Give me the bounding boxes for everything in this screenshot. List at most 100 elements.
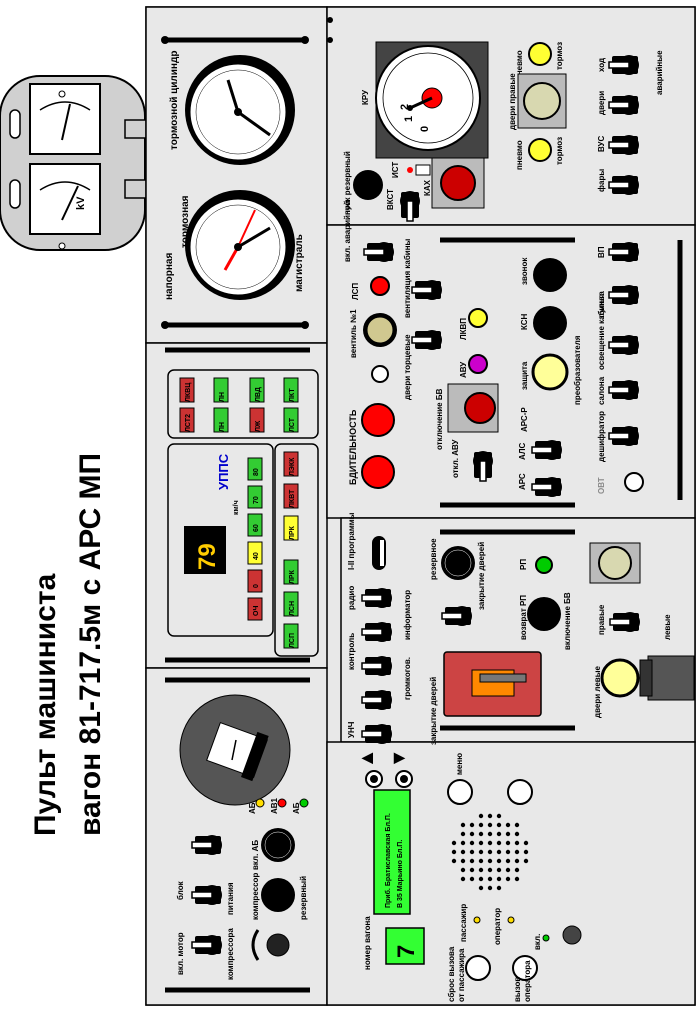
menu-button-2[interactable]	[507, 779, 533, 805]
vagon-number: 7	[393, 945, 420, 958]
ars-indicators: ЛКВЦ ЛСТ2 ЛН ЛН ЛВД ЛЖ ЛКТ ЛСТ 79 км/ч У…	[165, 347, 319, 663]
speaker-hole	[460, 822, 466, 828]
speaker-hole	[478, 867, 484, 873]
sbros-vyzova-button[interactable]	[465, 955, 491, 981]
operator-label: оператор	[493, 908, 502, 945]
pusk-rezervny-button[interactable]	[353, 170, 383, 200]
speaker-hole	[514, 840, 520, 846]
fary-label: фары	[597, 169, 606, 192]
zakrytie-dverey-label: закрытие дверей	[477, 542, 486, 610]
toggle-als[interactable]	[531, 439, 563, 461]
toggle-gromkogov[interactable]	[361, 689, 393, 711]
speaker-hole	[460, 840, 466, 846]
speaker-hole	[478, 831, 484, 837]
toggle-radio[interactable]	[361, 587, 393, 609]
salona-label: салона	[597, 376, 606, 405]
toggle-fary[interactable]	[608, 174, 640, 196]
lamp-tormoz-2	[528, 138, 552, 162]
rp-label: РП	[519, 559, 528, 570]
vkl-button[interactable]	[562, 925, 582, 945]
toggle-block-power[interactable]	[191, 834, 223, 856]
kv-label: kV	[75, 196, 87, 210]
ovt-button[interactable]	[624, 472, 644, 492]
avu-label: АВУ	[459, 361, 468, 378]
speaker-hole	[487, 840, 493, 846]
toggle-vus[interactable]	[608, 134, 640, 156]
vp-label: ВП	[597, 246, 606, 258]
osveschenie-label: освещение кабины	[597, 294, 606, 370]
speaker-hole	[496, 867, 502, 873]
toggle-ars[interactable]	[531, 476, 563, 498]
ksn-button[interactable]	[533, 306, 567, 340]
informer-line2: В 35 Марьино Бл.П.	[397, 840, 404, 908]
compressor-key[interactable]	[266, 933, 290, 957]
speaker-hole	[487, 822, 493, 828]
zaschita-button[interactable]	[531, 353, 569, 391]
toggle-zakrytie-rezerv[interactable]	[441, 605, 473, 627]
lamp-label: ЛСП	[289, 633, 296, 648]
toggle-osveschenie-kabiny[interactable]	[608, 334, 640, 356]
toggle-otkl-avu[interactable]	[472, 450, 494, 482]
toggle-dveri[interactable]	[608, 94, 640, 116]
toggle-dveri-tortsevye[interactable]	[411, 329, 443, 351]
speaker-hole	[469, 858, 475, 864]
speaker-hole	[505, 876, 511, 882]
kmh-label: км/ч	[233, 500, 240, 515]
toggle-pravye-levye[interactable]	[609, 611, 641, 633]
dveri-pravye-button[interactable]	[523, 82, 561, 120]
lamp-label: ЛКВЦ	[185, 382, 192, 402]
dveri-label: двери	[597, 91, 606, 115]
ab-label: АБ	[248, 802, 257, 814]
control-buttons: вкл. аварийной ЛСП вентиль №1 БДИТЕЛЬНОС…	[343, 200, 683, 508]
vyzov-operatora-button[interactable]	[512, 955, 538, 981]
toggle-compressor-power[interactable]	[191, 884, 223, 906]
pnevmo-label: пневмо	[515, 140, 524, 170]
toggle-salona[interactable]	[608, 379, 640, 401]
toggle-ventilyatsiya[interactable]	[411, 279, 443, 301]
toggle-pulta[interactable]	[608, 284, 640, 306]
kru-mark: 0	[419, 126, 431, 132]
speaker-hole	[469, 831, 475, 837]
bditelnost-button-2[interactable]	[361, 455, 395, 489]
speaker-hole	[460, 831, 466, 837]
dveri-levye-button[interactable]	[600, 658, 640, 698]
informer-display	[373, 789, 411, 915]
menu-button-1[interactable]	[447, 779, 473, 805]
otkl-bv-button[interactable]	[464, 392, 496, 424]
vkst-toggle[interactable]	[399, 190, 421, 222]
dveri-square-button[interactable]	[598, 546, 632, 580]
toggle-unch[interactable]	[361, 723, 393, 745]
deshifrator-label: дешифратор	[597, 411, 606, 462]
arrow-right-icon[interactable]: ▶	[393, 749, 406, 765]
speaker-hole	[505, 849, 511, 855]
kru-section: 2 1 0 КРУ пуск резервный ВКСТ ИСТ КАХ пн…	[327, 17, 664, 222]
avariynye-label: аварийные	[655, 50, 664, 95]
toggle-informator[interactable]	[361, 621, 393, 643]
speaker-hole	[478, 885, 484, 891]
toggle-hod[interactable]	[608, 54, 640, 76]
speed-scale-label: 0	[253, 584, 260, 588]
ksn-label: КСН	[520, 313, 529, 330]
bditelnost-button-1[interactable]	[361, 403, 395, 437]
programmy-label: I-II программы	[347, 512, 356, 570]
compressor-reserve-button[interactable]	[261, 878, 295, 912]
vozvrat-rp-button[interactable]	[527, 597, 561, 631]
arrow-left-icon[interactable]: ◀	[361, 749, 373, 765]
unch-label: УНЧ	[347, 721, 356, 738]
kah-button[interactable]	[440, 165, 476, 201]
zvonok-button[interactable]	[533, 258, 567, 292]
bditelnost-label: БДИТЕЛЬНОСТЬ	[348, 409, 358, 485]
vkst-label: ВКСТ	[386, 189, 395, 210]
dveri-levye-label: двери левые	[593, 665, 602, 718]
toggle-vkl-avariynoy[interactable]	[363, 241, 395, 263]
toggle-kontrol[interactable]	[361, 655, 393, 677]
toggle-vp[interactable]	[608, 241, 640, 263]
ist-label: ИСТ	[391, 162, 400, 178]
kru-mark: 2	[399, 104, 411, 110]
toggle-deshifrator[interactable]	[608, 425, 640, 447]
toggle-compressor-motor[interactable]	[191, 934, 223, 956]
pressure-brake-label: тормозная	[180, 195, 191, 248]
preobrazovatelya-label: преобразователя	[573, 335, 582, 405]
voltmeter-gauge-kv	[29, 163, 101, 235]
speaker-hole	[478, 876, 484, 882]
